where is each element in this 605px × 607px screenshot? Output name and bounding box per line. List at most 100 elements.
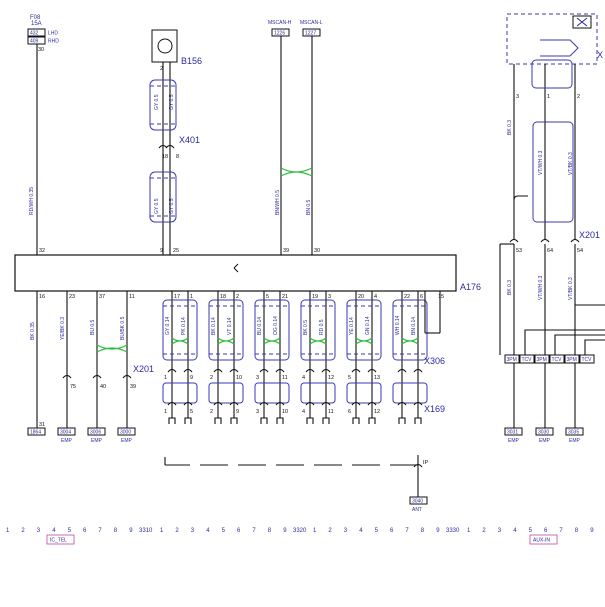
fuse-terminal-432 [27, 28, 46, 37]
ruler-number: 6 [390, 528, 394, 534]
terminal-box [535, 427, 554, 436]
svg-text:TCV: TCV [522, 357, 533, 363]
ruler-number: 3 [498, 528, 502, 534]
ruler-number: 1 [467, 528, 471, 534]
module-pin: 37 [99, 294, 105, 300]
pair-shield [254, 299, 290, 361]
ruler-number: 5 [222, 528, 226, 534]
svg-text:X169: X169 [424, 404, 445, 414]
svg-text:31: 31 [39, 422, 45, 428]
svg-text:2: 2 [210, 409, 213, 415]
ruler-number: 4 [206, 528, 210, 534]
module-pin: 16 [39, 294, 45, 300]
svg-text:BU 0.5: BU 0.5 [90, 319, 96, 335]
svg-text:BK 0.3: BK 0.3 [507, 280, 513, 295]
wire-label: BK 0.14 [211, 317, 217, 335]
module-pin: 11 [129, 294, 135, 300]
wire-label: WH 0.14 [395, 315, 401, 335]
terminal-sub: EMP [569, 438, 581, 444]
svg-text:1226: 1226 [274, 31, 285, 37]
fuse-name: F08 [30, 15, 41, 21]
svg-text:8: 8 [176, 154, 179, 160]
terminal-sub: EMP [539, 438, 551, 444]
ruler-tag-box [46, 534, 75, 545]
ruler-number: 8 [114, 528, 118, 534]
twisted-pair [355, 337, 373, 345]
svg-text:X201: X201 [133, 364, 154, 374]
svg-text:75: 75 [70, 384, 76, 390]
svg-text:VT/BK 0.3: VT/BK 0.3 [568, 152, 574, 175]
terminal-box [565, 427, 584, 436]
bus-terminals: MSCAN-H MSCAN-L 1226 1227 [268, 20, 323, 37]
terminal-box [57, 427, 76, 436]
svg-text:432: 432 [30, 31, 39, 37]
wire-label: BN 0.14 [411, 317, 417, 335]
wire-label: RD 0.5 [319, 319, 325, 335]
twisted-pair-bus [280, 167, 313, 177]
ruler-number: 2 [21, 528, 25, 534]
component-x-top-right: X [506, 13, 603, 65]
terminal-id: 3035 [568, 430, 579, 436]
svg-text:9: 9 [160, 248, 163, 254]
wire-label: GN 0.14 [365, 316, 371, 335]
ruler-number: 1 [160, 528, 164, 534]
twisted-pair [309, 337, 327, 345]
ruler-number: 2 [175, 528, 179, 534]
terminal-sub: EMP [121, 438, 133, 444]
svg-text:BK 0.3: BK 0.3 [507, 120, 513, 135]
fuse-rating: 15A [31, 21, 42, 27]
svg-text:54: 54 [577, 248, 583, 254]
module-pin: 1 [190, 294, 193, 300]
ruler-number: 6 [544, 528, 548, 534]
ruler-number: 9 [436, 528, 440, 534]
svg-text:9: 9 [236, 409, 239, 415]
terminal-id: 3004 [60, 430, 71, 436]
ruler-number: 7 [405, 528, 409, 534]
svg-text:VT/WH 0.3: VT/WH 0.3 [538, 275, 544, 300]
svg-text:RHD: RHD [48, 39, 59, 45]
twisted-pair [171, 337, 189, 345]
terminal-id: 3000 [120, 430, 131, 436]
tcv-cell [519, 354, 535, 364]
svg-text:3PM: 3PM [507, 357, 517, 363]
component-b156: B156 2 [151, 29, 202, 72]
ruler-tag: AUX-IN [533, 538, 550, 544]
svg-text:5: 5 [190, 409, 193, 415]
svg-text:LHD: LHD [48, 31, 58, 37]
twisted-pair [263, 337, 281, 345]
ruler-number: 4 [52, 528, 56, 534]
ruler-number: 1 [6, 528, 10, 534]
b156-symbol-icon [157, 38, 173, 54]
svg-text:5: 5 [348, 375, 351, 381]
svg-text:3PM: 3PM [567, 357, 577, 363]
twisted-pair [401, 337, 419, 345]
svg-text:3040: 3040 [412, 499, 423, 505]
terminal-id: 3030 [538, 430, 549, 436]
svg-text:53: 53 [516, 248, 522, 254]
ruler-number: 6 [83, 528, 87, 534]
svg-text:B156: B156 [181, 56, 202, 66]
ruler-number: 1 [313, 528, 317, 534]
module-pin: 6 [420, 294, 423, 300]
svg-text:GY 0.5: GY 0.5 [154, 198, 160, 214]
ruler-number: 4 [513, 528, 517, 534]
module-pin: 3 [328, 294, 331, 300]
svg-text:4: 4 [302, 409, 305, 415]
ruler-number: 6 [237, 528, 241, 534]
module-pin: 4 [374, 294, 377, 300]
module-pin: 17 [174, 294, 180, 300]
connector-x201-mid: X201 75 40 39 [62, 364, 154, 390]
ruler-number: 7 [252, 528, 256, 534]
svg-text:X306: X306 [424, 356, 445, 366]
ruler-tag-box [529, 534, 558, 545]
svg-text:X201: X201 [579, 230, 600, 240]
svg-text:VT/WH 0.3: VT/WH 0.3 [538, 150, 544, 175]
pair-shield [346, 299, 382, 361]
ruler-number: 5 [68, 528, 72, 534]
wire-label: PK 0.14 [181, 317, 187, 335]
svg-text:11: 11 [328, 409, 334, 415]
